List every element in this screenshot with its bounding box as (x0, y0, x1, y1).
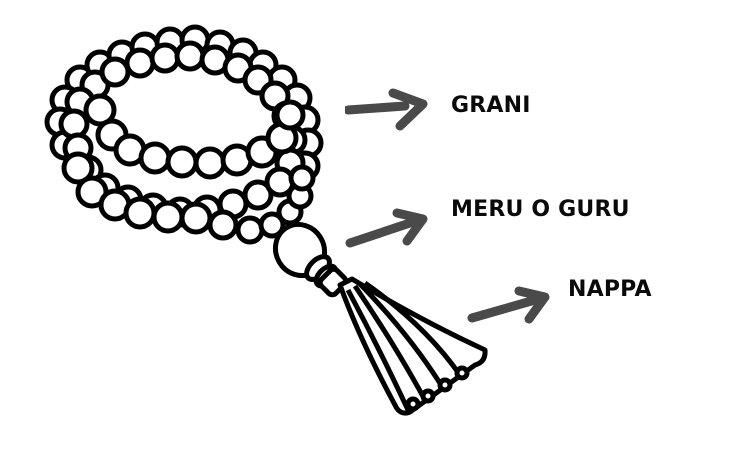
arrow-grani-icon (345, 88, 428, 131)
arrow-meru-icon (345, 208, 428, 248)
mala-beads (44, 24, 324, 245)
label-nappa: NAPPA (568, 277, 652, 302)
tassel (337, 276, 488, 416)
label-grani: GRANI (451, 93, 531, 118)
label-meru-o-guru: MERU O GURU (451, 197, 630, 222)
arrow-nappa-icon (467, 286, 550, 324)
